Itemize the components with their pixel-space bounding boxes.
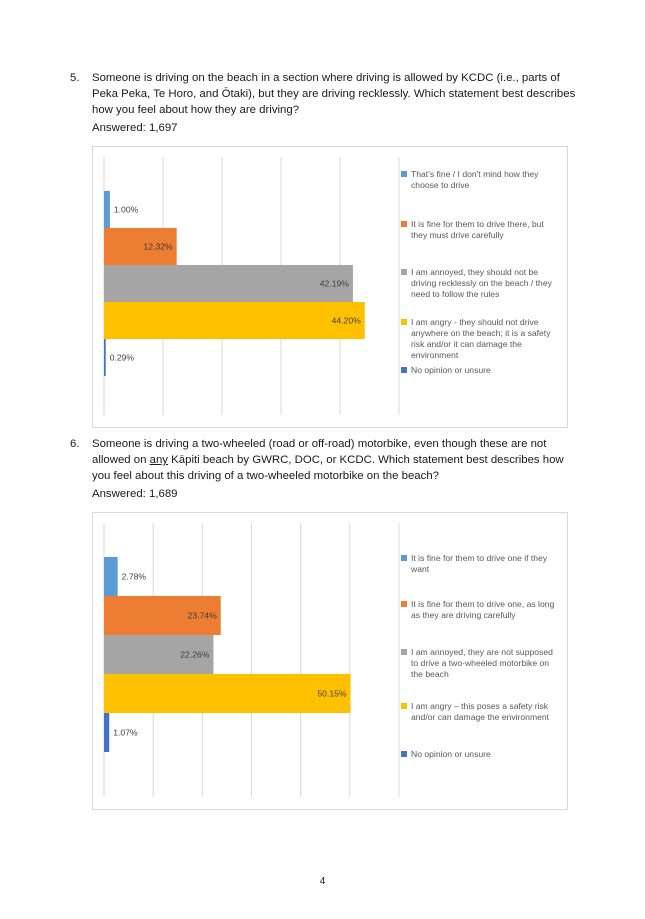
data-label: 23.74% [188, 611, 218, 621]
bar [104, 191, 110, 228]
legend-label: It is fine for them to drive there, but … [411, 219, 544, 240]
legend-label: No opinion or unsure [411, 749, 491, 759]
data-label: 44.20% [332, 316, 362, 326]
legend-swatch [401, 703, 407, 709]
legend-label: It is fine for them to drive one, as lon… [411, 599, 555, 620]
bar [104, 228, 177, 265]
data-label: 0.29% [110, 353, 135, 363]
bar [104, 713, 110, 752]
legend-label: I am annoyed, they are not supposed to d… [411, 647, 553, 679]
legend-label: That's fine / I don't mind how they choo… [411, 169, 539, 190]
question-number: 6. [70, 438, 80, 450]
legend-swatch [401, 649, 407, 655]
legend-swatch [401, 555, 407, 561]
legend-swatch [401, 221, 407, 227]
answered-count: Answered: 1,697 [92, 122, 178, 134]
legend-swatch [401, 367, 407, 373]
legend-swatch [401, 751, 407, 757]
question-text-part: Someone is driving a two-wheeled (road o… [92, 438, 547, 467]
bar-chart-q5: 1.00% 12.32% 42.19% 44.20% 0.29% [103, 157, 400, 415]
question-text: Someone is driving on the beach in a sec… [92, 72, 576, 117]
bar [104, 557, 118, 596]
question-text-part: Kāpiti beach by GWRC, DOC, or KCDC. Whic… [92, 454, 564, 483]
bar [104, 635, 214, 674]
legend-label: It is fine for them to drive one if they… [411, 553, 548, 574]
legend-label: I am angry - they should not drive anywh… [411, 317, 551, 360]
bar [104, 339, 106, 376]
legend-swatch [401, 269, 407, 275]
data-label: 50.15% [317, 689, 347, 699]
bar [104, 302, 365, 339]
data-label: 1.07% [113, 728, 138, 738]
data-label: 22.26% [180, 650, 210, 660]
legend-swatch [401, 601, 407, 607]
data-label: 2.78% [122, 572, 147, 582]
legend-label: No opinion or unsure [411, 365, 491, 375]
legend-label: I am angry – this poses a safety risk an… [411, 701, 550, 722]
chart-q6: 2.78% 23.74% 22.26% 50.15% 1.07% It is fine … [92, 512, 568, 810]
bar [104, 674, 351, 713]
bar [104, 265, 353, 302]
question-number: 5. [70, 72, 80, 84]
data-label: 42.19% [320, 279, 350, 289]
question-text: Someone is driving a two-wheeled (road o… [92, 436, 578, 485]
bar [104, 596, 221, 635]
chart-q5: 1.00% 12.32% 42.19% 44.20% 0.29% That's fine… [92, 146, 568, 428]
data-label: 1.00% [114, 205, 139, 215]
legend-swatch [401, 319, 407, 325]
data-label: 12.32% [144, 242, 174, 252]
legend-label: I am annoyed, they should not be driving… [411, 267, 552, 299]
legend-swatch [401, 171, 407, 177]
question-text-underlined: any [149, 454, 169, 467]
answered-count: Answered: 1,689 [92, 488, 178, 500]
page-number: 4 [319, 876, 326, 887]
bar-chart-q6: 2.78% 23.74% 22.26% 50.15% 1.07% [103, 523, 400, 797]
